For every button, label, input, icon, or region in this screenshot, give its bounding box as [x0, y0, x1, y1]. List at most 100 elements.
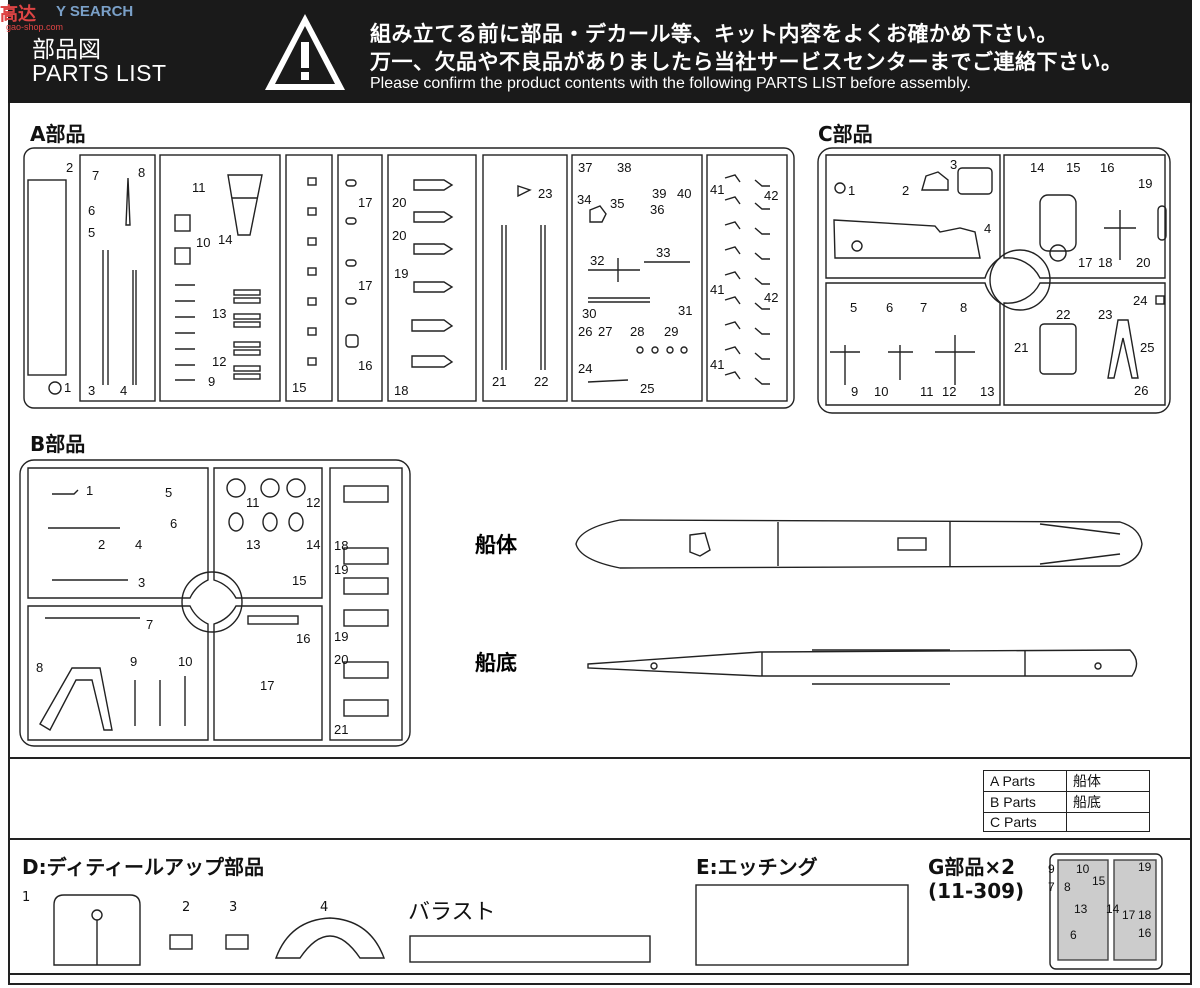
- warning-jp-line1: 組み立てる前に部品・デカール等、キット内容をよくお確かめ下さい。: [370, 22, 1058, 46]
- part-number: 38: [617, 160, 632, 175]
- divider-line: [8, 838, 1192, 840]
- part-number: 3: [88, 383, 96, 398]
- part-number: 26: [578, 324, 593, 339]
- part-number: 1: [64, 380, 72, 395]
- part-number: 28: [630, 324, 645, 339]
- part-number: 27: [598, 324, 613, 339]
- part-number: 7: [92, 168, 100, 183]
- part-number: 3: [138, 575, 146, 590]
- part-number: 19: [334, 629, 349, 644]
- d-part-number: 1: [22, 890, 31, 905]
- part-number: 10: [874, 384, 889, 399]
- part-number: 29: [664, 324, 679, 339]
- part-number: 6: [886, 300, 894, 315]
- part-number: 16: [1138, 926, 1152, 940]
- part-number: 30: [582, 306, 597, 321]
- warning-jp-line2: 万一、欠品や不良品がありましたら当社サービスセンターまでご連絡下さい。: [370, 50, 1123, 74]
- part-number: 2: [98, 537, 106, 552]
- part-number: 14: [218, 232, 233, 247]
- d-part-number: 3: [229, 900, 238, 915]
- part-number: 10: [178, 654, 193, 669]
- part-number: 4: [135, 537, 143, 552]
- part-number: 8: [1064, 880, 1071, 894]
- part-number: 17: [1122, 908, 1136, 922]
- c-parts-title: C部品: [818, 122, 873, 146]
- part-number: 15: [1066, 160, 1081, 175]
- parts-list-title-en: PARTS LIST: [32, 60, 167, 86]
- legend-name: 船底: [1066, 791, 1150, 813]
- part-number: 20: [334, 652, 349, 667]
- part-number: 37: [578, 160, 593, 175]
- part-number: 12: [212, 354, 227, 369]
- warning-icon: [265, 14, 345, 90]
- part-number: 5: [165, 485, 173, 500]
- part-number: 23: [1098, 307, 1113, 322]
- hull-bottom: [587, 649, 1138, 677]
- part-number: 13: [246, 537, 261, 552]
- part-number: 2: [66, 160, 74, 175]
- part-number: 8: [960, 300, 968, 315]
- warning-en: Please confirm the product contents with…: [370, 75, 971, 92]
- part-number: 1: [86, 483, 94, 498]
- part-number: 24: [578, 361, 593, 376]
- parts-list-title-jp: 部品図: [32, 37, 101, 63]
- part-number: 16: [1100, 160, 1115, 175]
- part-number: 20: [1136, 255, 1151, 270]
- legend-name: [1066, 812, 1150, 832]
- part-number: 18: [334, 538, 349, 553]
- part-number: 41: [710, 182, 725, 197]
- legend-parts: A Parts: [983, 770, 1067, 792]
- legend-parts: C Parts: [983, 812, 1067, 832]
- d-parts-title: D:ディティールアップ部品: [22, 855, 264, 879]
- part-number: 17: [358, 195, 373, 210]
- legend-parts: B Parts: [983, 791, 1067, 813]
- part-number: 19: [334, 562, 349, 577]
- part-number: 17: [1078, 255, 1093, 270]
- part-number: 17: [260, 678, 275, 693]
- legend-row: A Parts 船体: [983, 770, 1150, 792]
- part-number: 7: [1048, 880, 1055, 894]
- part-number: 9: [208, 374, 216, 389]
- d-part-number: 2: [182, 900, 191, 915]
- part-number: 17: [358, 278, 373, 293]
- g-parts-title: G部品×2: [928, 855, 1016, 879]
- part-number: 25: [1140, 340, 1155, 355]
- part-number: 13: [1074, 902, 1088, 916]
- part-number: 9: [130, 654, 138, 669]
- part-number: 1: [848, 183, 856, 198]
- part-number: 19: [1138, 176, 1153, 191]
- part-number: 4: [984, 221, 992, 236]
- hull-top: [575, 519, 1143, 569]
- part-number: 13: [980, 384, 995, 399]
- part-number: 42: [764, 290, 779, 305]
- watermark-url: gao-shop.com: [6, 22, 64, 32]
- part-number: 16: [296, 631, 311, 646]
- watermark-search-overlay: Y SEARCH: [56, 3, 134, 20]
- part-number: 22: [534, 374, 549, 389]
- part-number: 16: [358, 358, 373, 373]
- part-number: 21: [1014, 340, 1029, 355]
- part-number: 7: [146, 617, 154, 632]
- part-number: 19: [394, 266, 409, 281]
- part-number: 21: [492, 374, 507, 389]
- legend-row: B Parts 船底: [983, 791, 1150, 813]
- part-number: 4: [120, 383, 128, 398]
- legend-name: 船体: [1066, 770, 1150, 792]
- part-number: 21: [334, 722, 349, 737]
- legend-table: A Parts 船体 B Parts 船底 C Parts: [983, 770, 1150, 832]
- part-number: 18: [394, 383, 409, 398]
- part-number: 11: [192, 180, 206, 195]
- watermark-brand-overlay: 高达: [0, 4, 36, 24]
- b-parts-title: B部品: [30, 432, 86, 456]
- part-number: 15: [292, 573, 307, 588]
- part-number: 6: [1070, 928, 1077, 942]
- a-sprue-frame: [23, 147, 795, 409]
- part-number: 15: [1092, 874, 1106, 888]
- part-number: 12: [306, 495, 321, 510]
- divider-line: [8, 757, 1192, 759]
- part-number: 18: [1098, 255, 1113, 270]
- part-number: 9: [1048, 862, 1055, 876]
- part-number: 8: [138, 165, 146, 180]
- legend-row: C Parts: [983, 812, 1150, 832]
